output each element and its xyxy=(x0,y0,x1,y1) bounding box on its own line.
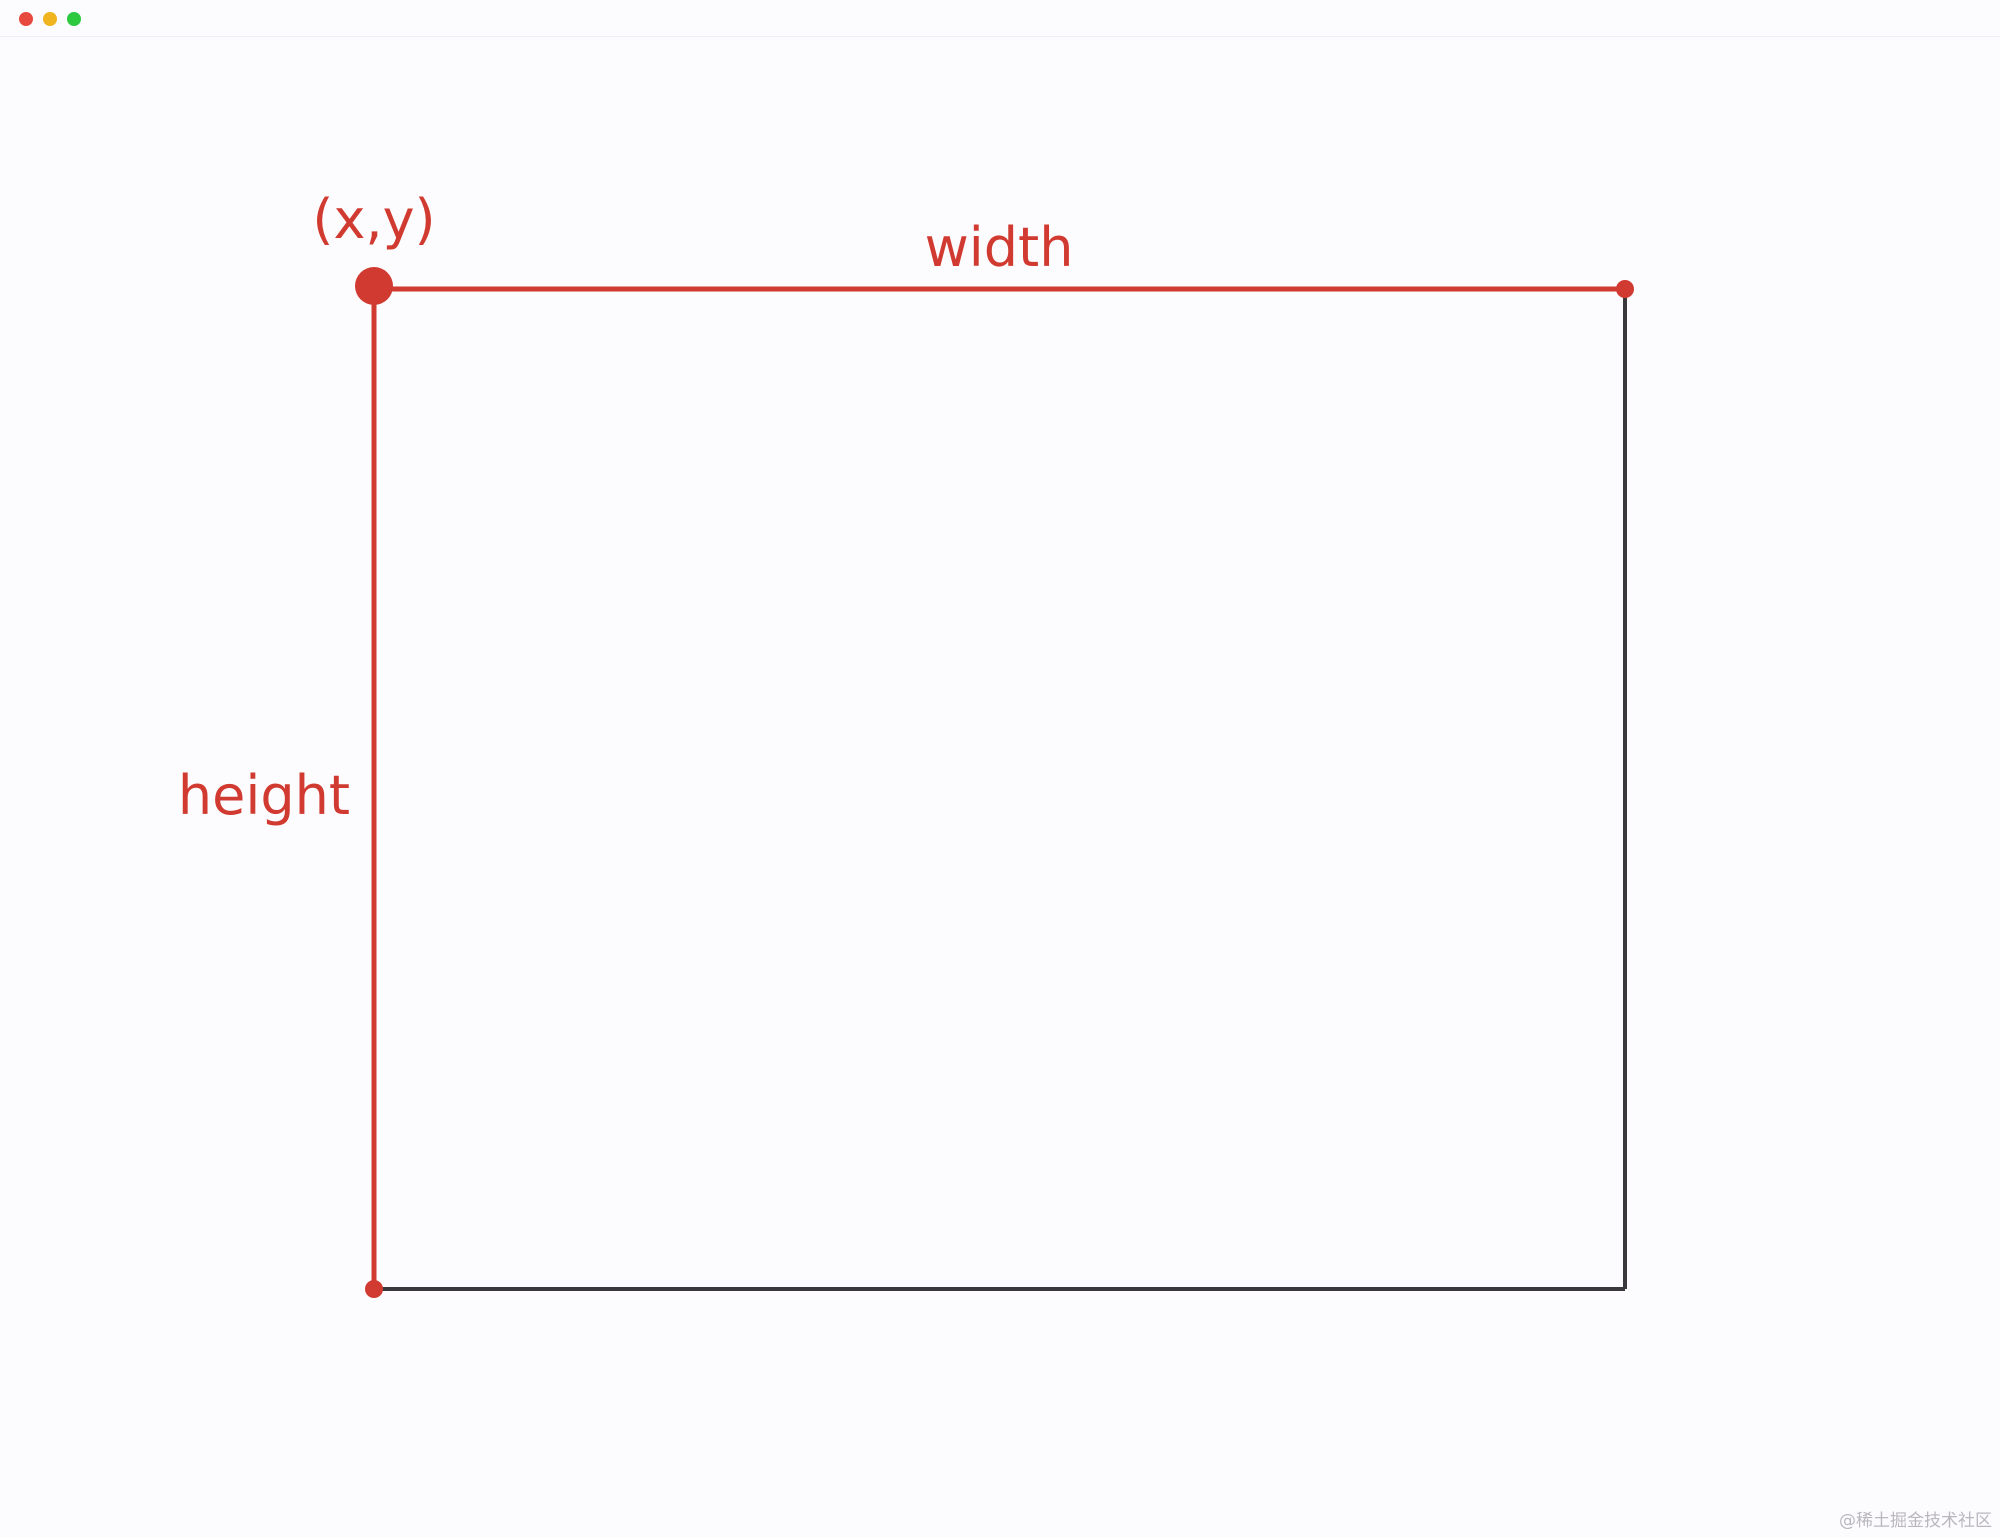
origin-point xyxy=(355,267,393,305)
close-window-button[interactable] xyxy=(19,12,33,26)
zoom-window-button[interactable] xyxy=(67,12,81,26)
width-label: width xyxy=(925,216,1074,279)
origin-label: (x,y) xyxy=(312,188,435,251)
watermark: @稀土掘金技术社区 xyxy=(1839,1511,1992,1531)
bottom-left-point xyxy=(365,1280,383,1298)
top-right-point xyxy=(1616,280,1634,298)
height-label: height xyxy=(178,764,350,827)
title-bar xyxy=(0,0,2000,37)
minimize-window-button[interactable] xyxy=(43,12,57,26)
